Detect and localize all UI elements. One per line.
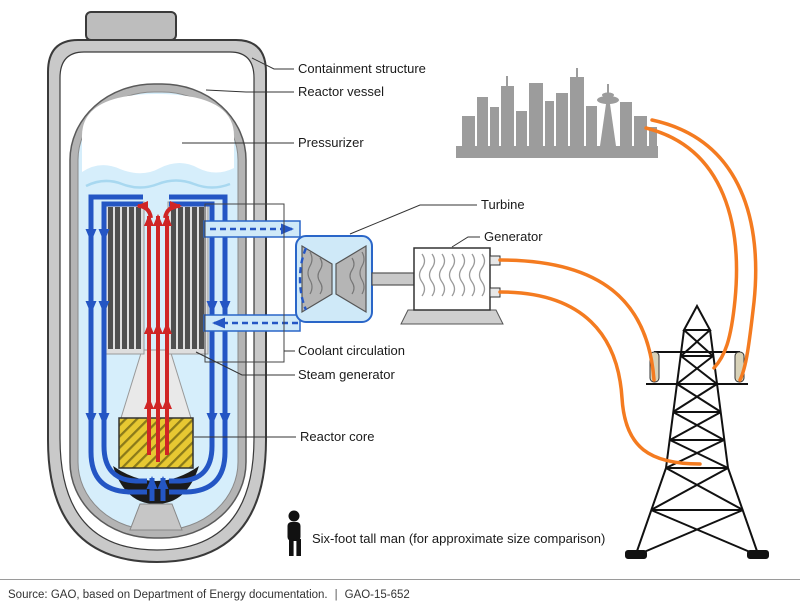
- label-steam-generator: Steam generator: [298, 367, 396, 382]
- turbine-blade-texture: [307, 251, 365, 295]
- coolant-bracket: [204, 203, 285, 363]
- city-skyline: [456, 68, 658, 158]
- pressurizer-steam: [82, 94, 234, 189]
- core-pedestal: [129, 503, 183, 531]
- label-reactor-vessel: Reactor vessel: [298, 84, 384, 99]
- source-text: Source: GAO, based on Department of Ener…: [8, 589, 328, 601]
- report-id: GAO-15-652: [344, 589, 410, 601]
- source-separator: |: [334, 589, 338, 601]
- leader-turbine: [349, 204, 477, 235]
- turbine-blades-left: [301, 244, 333, 314]
- containment-hatch: [85, 11, 177, 41]
- steam-generator: [103, 201, 209, 355]
- turbine-shaft: [371, 272, 415, 286]
- leader-steam-generator: [195, 351, 295, 376]
- cable-generator-1: [498, 258, 656, 382]
- label-generator: Generator: [484, 229, 543, 244]
- turbine: [295, 235, 373, 323]
- leader-generator: [451, 236, 480, 248]
- generator-assembly: [371, 247, 504, 325]
- label-size-comparison: Six-foot tall man (for approximate size …: [312, 531, 605, 546]
- reactor-diagram: Containment structure Reactor vessel Pre…: [47, 11, 769, 564]
- cable-city-2: [644, 126, 739, 370]
- label-pressurizer: Pressurizer: [298, 135, 364, 150]
- leader-reactor-vessel: [205, 89, 294, 93]
- cable-generator-2: [498, 290, 702, 466]
- man-icon: [287, 510, 301, 556]
- coolant-loop-hot: [136, 201, 182, 462]
- cable-city-1: [650, 118, 758, 382]
- water-line: [85, 179, 231, 189]
- tower-foot-left: [625, 550, 647, 559]
- label-containment-structure: Containment structure: [298, 61, 426, 76]
- label-coolant-circulation: Coolant circulation: [298, 343, 405, 358]
- label-turbine: Turbine: [481, 197, 525, 212]
- power-cables: [498, 118, 758, 466]
- generator-base: [400, 309, 504, 325]
- steam-generator-tubes: [108, 207, 204, 349]
- leader-containment: [251, 57, 294, 70]
- space-needle-icon: [597, 84, 619, 146]
- tower-foot-right: [747, 550, 769, 559]
- generator-windings: [418, 253, 486, 297]
- leader-lines: [182, 57, 480, 438]
- source-note: Source: GAO, based on Department of Ener…: [0, 579, 800, 601]
- steam-cloud: [82, 94, 234, 174]
- generator-body: [413, 247, 491, 311]
- label-reactor-core: Reactor core: [300, 429, 374, 444]
